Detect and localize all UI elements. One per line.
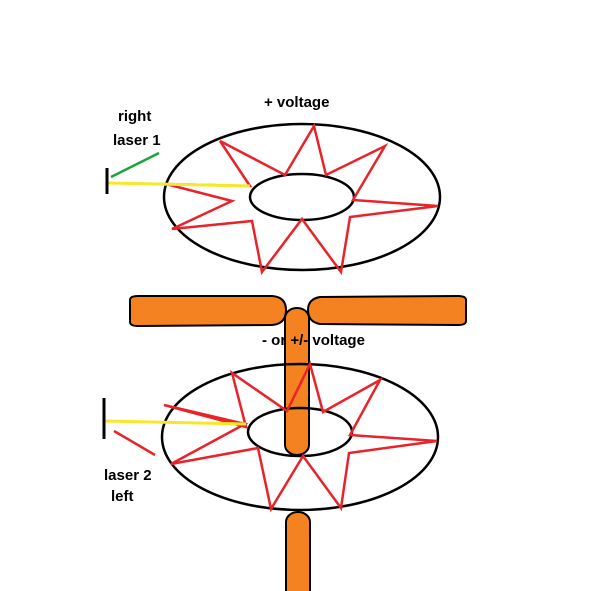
propeller-shaft-upper <box>284 307 310 456</box>
middle-voltage-label: - or +/- voltage <box>262 332 365 349</box>
labels: + voltage right laser 1 - or +/- voltage… <box>104 94 365 505</box>
left-label: left <box>111 488 134 505</box>
propeller-blade-right <box>306 294 467 327</box>
laser-1-beam <box>107 181 251 188</box>
bottom-disc-assembly <box>102 360 440 513</box>
laser-2-pointer-line <box>113 429 156 457</box>
laser-2-label: laser 2 <box>104 467 152 484</box>
top-disc-assembly <box>105 122 442 276</box>
bottom-outer-ring <box>160 362 440 512</box>
top-outer-ring <box>162 122 442 272</box>
laser-1-label: laser 1 <box>113 132 161 149</box>
laser-2-beam <box>104 419 247 426</box>
top-inner-hole <box>248 172 356 222</box>
top-voltage-label: + voltage <box>264 94 329 111</box>
laser-1-pointer-line <box>110 151 160 179</box>
propeller <box>129 294 467 591</box>
propeller-blade-left <box>129 295 288 328</box>
bottom-star-shape <box>163 360 438 513</box>
top-star-shape <box>165 122 439 276</box>
propeller-shaft-lower <box>285 511 311 591</box>
right-label: right <box>118 108 151 125</box>
